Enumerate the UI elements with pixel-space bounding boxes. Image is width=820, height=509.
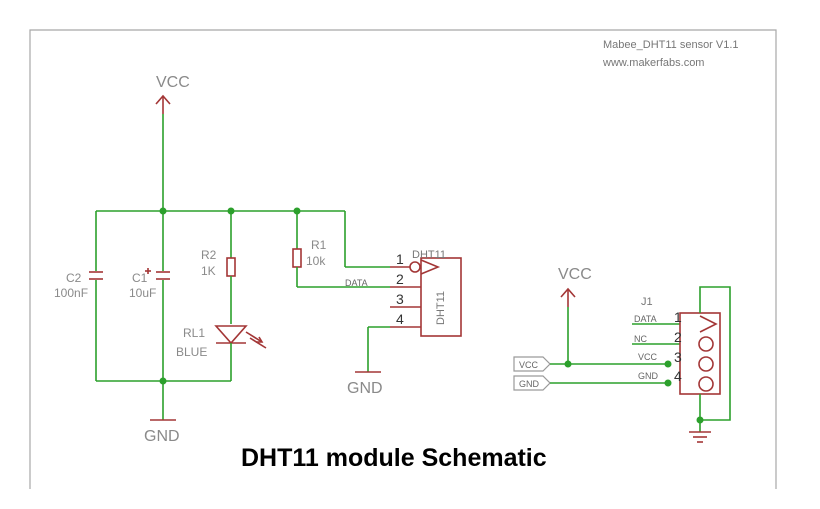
- j1-pin-2: 2: [674, 329, 682, 345]
- dht11-pin-4: 4: [396, 311, 404, 327]
- net-tag-gnd: GND: [519, 379, 540, 389]
- dht11-pin-2: 2: [396, 271, 404, 287]
- capacitor-c2-icon: [89, 271, 103, 280]
- gnd-left-label: GND: [144, 428, 180, 445]
- j1-net-gnd: GND: [638, 371, 659, 381]
- r1-value: 10k: [306, 254, 326, 268]
- dht-data-net-label: DATA: [345, 278, 368, 288]
- j1-net-nc: NC: [634, 334, 647, 344]
- c1-value: 10uF: [129, 286, 156, 300]
- junction-j1-vcc: [664, 360, 672, 368]
- c2-ref: C2: [66, 271, 82, 285]
- resistor-r1-icon: [292, 248, 302, 268]
- rl1-value: BLUE: [176, 345, 207, 359]
- dht11-pin-3: 3: [396, 291, 404, 307]
- resistor-r2-icon: [226, 257, 236, 277]
- capacitor-c1-icon: [145, 268, 170, 280]
- website-url: www.makerfabs.com: [602, 57, 704, 69]
- dht11-pin-lines: [390, 259, 441, 328]
- net-tag-vcc: VCC: [519, 360, 539, 370]
- dht11-ref: DHT11: [412, 249, 446, 261]
- junction-j1-gnd: [664, 379, 672, 387]
- diagram-title: DHT11 module Schematic: [241, 444, 547, 472]
- j1-net-vcc: VCC: [638, 352, 658, 362]
- j1-pin-4: 4: [674, 368, 682, 384]
- project-name: Mabee_DHT11 sensor V1.1: [603, 39, 739, 51]
- j1-ref: J1: [641, 296, 653, 308]
- j1-pin-shapes: [698, 315, 718, 392]
- vcc-left-arrow-icon: [155, 94, 171, 114]
- dht11-body-icon: [420, 257, 462, 337]
- j1-pin-3: 3: [674, 349, 682, 365]
- j1-net-data: DATA: [634, 314, 657, 324]
- dht11-body-label: DHT11: [435, 291, 447, 325]
- c1-ref: C1: [132, 271, 148, 285]
- chassis-ground-icon: [689, 431, 711, 443]
- wire-j1-shield: [699, 286, 731, 421]
- j1-pin-1: 1: [674, 309, 682, 325]
- net-tag-gnd-icon: [513, 375, 551, 391]
- net-tag-vcc-icon: [513, 356, 551, 372]
- r2-value: 1K: [201, 264, 216, 278]
- rl1-ref: RL1: [183, 326, 205, 340]
- c2-value: 100nF: [54, 286, 88, 300]
- gnd-mid-label: GND: [347, 380, 383, 397]
- vcc-left-label: VCC: [156, 74, 190, 91]
- vcc-right-label: VCC: [558, 266, 592, 283]
- vcc-right-arrow-icon: [560, 287, 576, 307]
- dht11-pin-1: 1: [396, 251, 404, 267]
- junction-j1-shield: [696, 416, 704, 424]
- r2-ref: R2: [201, 248, 217, 262]
- led-rl1-icon: [214, 325, 267, 349]
- r1-ref: R1: [311, 238, 327, 252]
- sheet-frame: [29, 29, 777, 489]
